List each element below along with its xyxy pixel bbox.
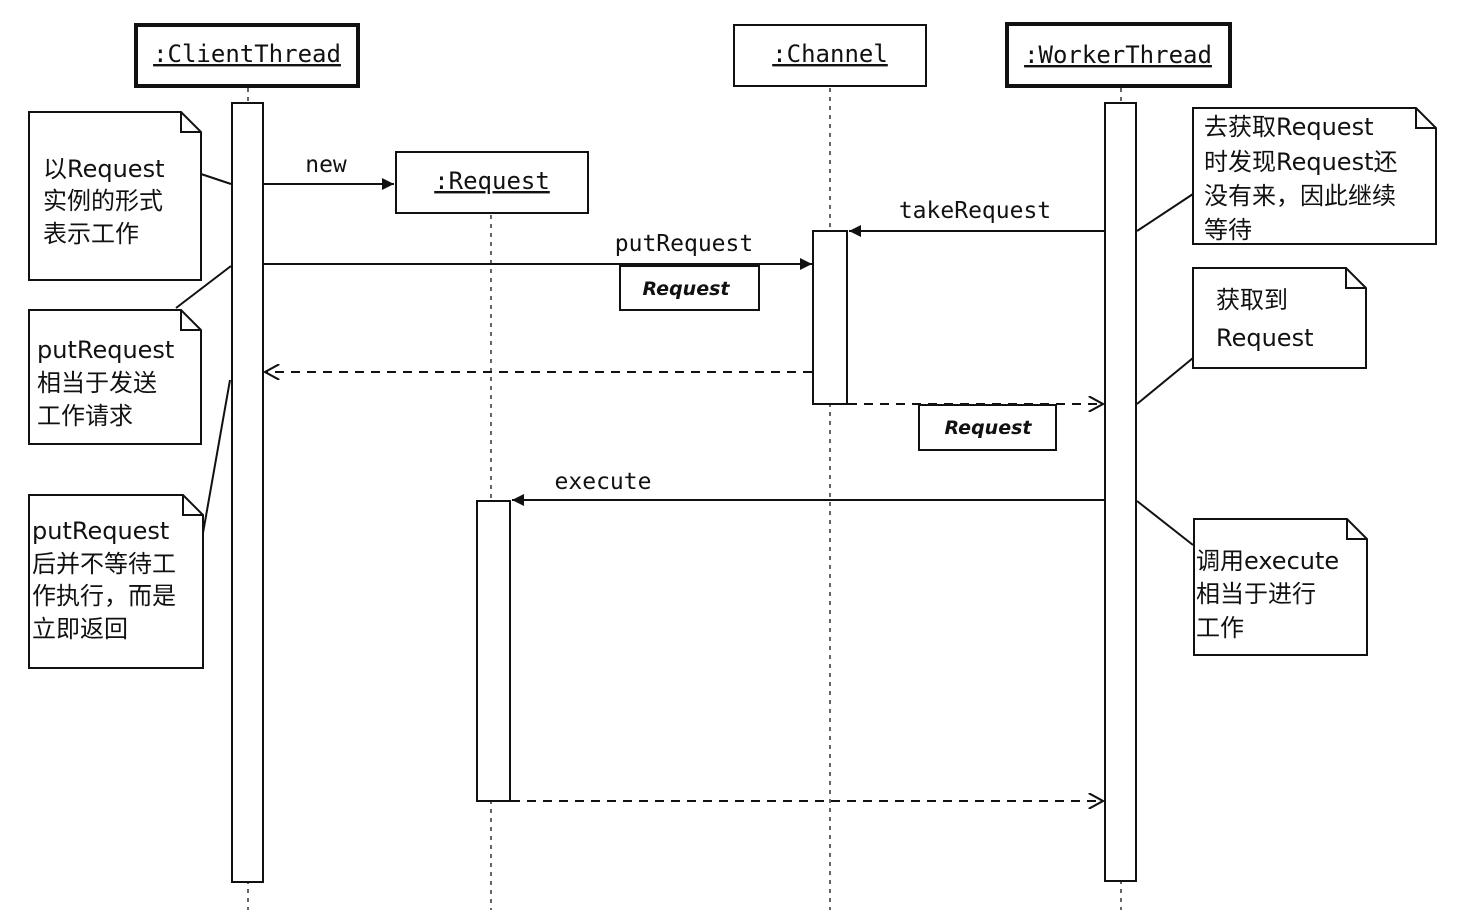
note-5-line-1: 获取到 <box>1216 286 1288 314</box>
channel-label: :Channel <box>772 40 888 68</box>
note-6-line-1: 调用execute <box>1196 547 1339 575</box>
request-label: :Request <box>434 167 550 195</box>
note-5-connector <box>1136 357 1194 405</box>
take-request-label: takeRequest <box>899 198 1051 224</box>
note-5-line-2: Request <box>1216 324 1314 352</box>
note-4-line-3: 没有来，因此继续 <box>1204 182 1396 210</box>
note-3-line-2: 后并不等待工 <box>32 550 176 578</box>
channel-object: :Channel <box>733 24 927 87</box>
worker-thread-object: :WorkerThread <box>1005 22 1232 88</box>
note-request-instance: 以Request 实例的形式 表示工作 <box>28 111 202 281</box>
note-3-line-4: 立即返回 <box>32 615 128 643</box>
note-2-line-2: 相当于发送 <box>37 369 157 397</box>
note-execute-work: 调用execute 相当于进行 工作 <box>1193 518 1368 656</box>
note-6-connector <box>1136 500 1194 546</box>
take-request-return-argument-label: Request <box>945 417 1033 439</box>
note-4-connector <box>1136 193 1194 232</box>
note-1-line-1: 以Request <box>43 155 165 183</box>
take-request-return-argument: Request <box>918 404 1057 451</box>
note-2-line-1: putRequest <box>37 336 174 364</box>
note-4-line-4: 等待 <box>1204 216 1252 244</box>
note-6-line-2: 相当于进行 <box>1196 580 1316 608</box>
put-request-label: putRequest <box>615 231 753 257</box>
note-take-request-waits: 去获取Request 时发现Request还 没有来，因此继续 等待 <box>1192 107 1437 245</box>
note-got-request: 获取到 Request <box>1192 267 1367 369</box>
note-put-request-sends: putRequest 相当于发送 工作请求 <box>28 309 202 445</box>
note-4-line-2: 时发现Request还 <box>1204 148 1398 176</box>
client-activation <box>231 102 264 883</box>
note-2-line-3: 工作请求 <box>37 402 133 430</box>
note-3-connector <box>202 379 231 534</box>
client-thread-object: :ClientThread <box>134 23 360 88</box>
note-3-line-3: 作执行，而是 <box>32 582 176 610</box>
note-1-line-2: 实例的形式 <box>43 187 163 215</box>
worker-activation <box>1104 102 1137 882</box>
client-thread-label: :ClientThread <box>153 40 341 68</box>
put-request-argument: Request <box>619 265 760 311</box>
worker-thread-label: :WorkerThread <box>1024 41 1212 69</box>
note-1-connector <box>200 173 232 185</box>
note-put-request-returns: putRequest 后并不等待工 作执行，而是 立即返回 <box>28 494 204 669</box>
note-6-line-3: 工作 <box>1196 614 1244 642</box>
request-activation <box>476 500 511 802</box>
note-4-line-1: 去获取Request <box>1204 113 1374 141</box>
note-2-connector <box>175 265 232 309</box>
note-3-line-1: putRequest <box>32 517 169 545</box>
request-object: :Request <box>395 151 589 214</box>
note-1-line-3: 表示工作 <box>43 220 139 248</box>
execute-label: execute <box>555 469 652 495</box>
channel-activation <box>812 230 848 405</box>
new-message-label: new <box>305 152 347 178</box>
put-request-argument-label: Request <box>643 278 731 300</box>
